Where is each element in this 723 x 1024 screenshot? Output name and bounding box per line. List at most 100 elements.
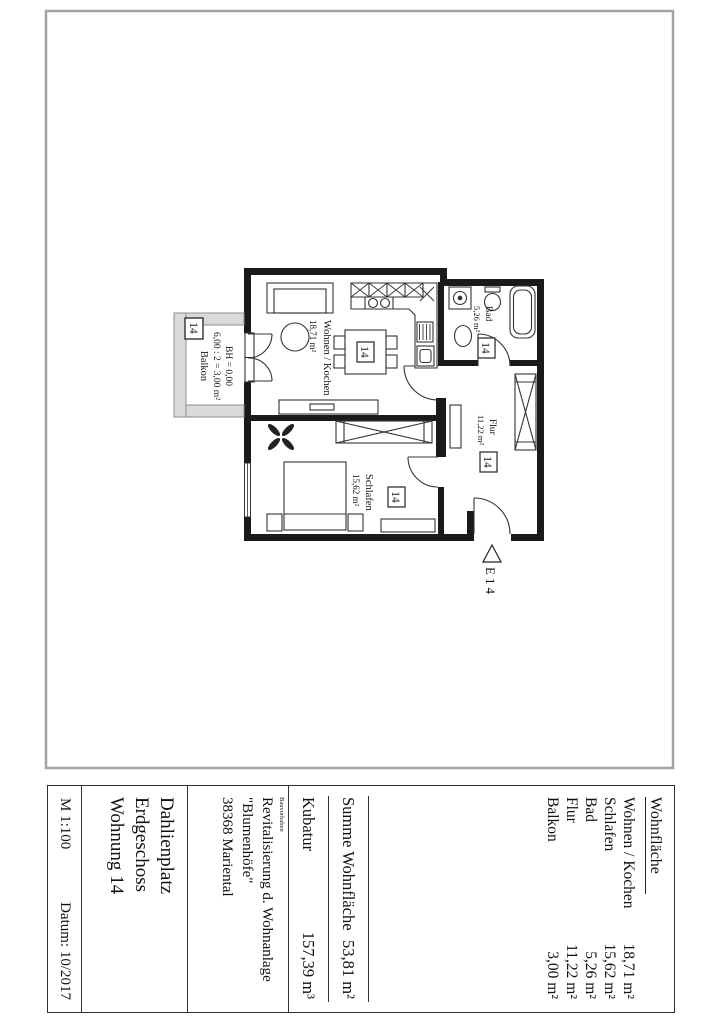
area-row: Wohnen / Kochen 18,71 m² (619, 797, 638, 999)
area-row-value: 15,62 m² (601, 943, 618, 999)
apartment-walls (244, 268, 544, 541)
area-row: Bad 5,26 m² (581, 797, 600, 999)
flur-room-area: 11,22 m² (476, 415, 486, 446)
project-line: 38368 Mariental (219, 797, 235, 897)
sum-value: 53,81 m² (339, 939, 359, 999)
sink-bowl (367, 297, 379, 309)
washing-machine (448, 286, 472, 310)
bedroom-door-arc (407, 456, 439, 488)
entrance-marker: E14 (482, 543, 502, 597)
hall-wardrobe (514, 373, 537, 451)
kubatur-row: Kubatur 157,39 m³ (289, 786, 328, 1012)
project-caption: Bauvorhaben (278, 797, 285, 832)
balcony-text-bh: BH = 0,00 (223, 346, 233, 386)
toilet (484, 286, 501, 293)
area-table: Wohnfläche Wohnen / Kochen 18,71 m² Schl… (369, 786, 674, 1012)
bed (283, 461, 347, 531)
project-line: Revitalisierung d. Wohnanlage (259, 797, 275, 982)
area-row-value: 5,26 m² (582, 951, 599, 999)
nightstand (347, 513, 364, 532)
entry-door-arc (473, 497, 511, 535)
divider (368, 796, 369, 1002)
plant-symbol (267, 423, 295, 451)
bath-sink (453, 324, 473, 348)
sofa (266, 282, 334, 314)
living-door-arc (403, 365, 439, 401)
bathroom (448, 285, 536, 359)
schlafen-room-area: 15,62 m² (351, 474, 361, 507)
schlafen-unit-badge: 14 (389, 491, 401, 503)
coffee-table (280, 322, 310, 352)
dining-table (344, 329, 387, 375)
living-room-furniture (266, 282, 398, 415)
divider (328, 796, 329, 1002)
area-row-label: Wohnen / Kochen (620, 797, 637, 909)
wohnen-room-label: Wohnen / Kochen (321, 320, 332, 396)
schlafen-room-label: Schlafen (363, 474, 374, 511)
sink-bowl (379, 297, 391, 309)
area-row-label: Bad (582, 797, 599, 822)
kitchen (350, 282, 438, 369)
sum-row: Summe Wohnfläche 53,81 m² (329, 786, 368, 1012)
area-row-value: 11,22 m² (563, 944, 580, 999)
balcony-unit-badge: 14 (187, 322, 199, 334)
chair (333, 335, 346, 350)
title-block: Wohnfläche Wohnen / Kochen 18,71 m² Schl… (47, 785, 675, 1013)
project-line: "Blumenhöfe" (239, 797, 255, 884)
page-border (44, 9, 675, 770)
unit-badge-box (387, 486, 406, 508)
unit-badge-box (479, 451, 498, 473)
chair (333, 354, 346, 369)
location-line: Wohnung 14 (106, 797, 127, 895)
dishwasher (416, 321, 434, 343)
kubatur-value: 157,39 m³ (299, 931, 319, 999)
balcony-text-calc: 6,00 : 2 = 3,00 m² (211, 332, 221, 400)
area-table-header: Wohnfläche (645, 797, 664, 894)
entrance-label: E14 (483, 567, 498, 597)
nightstand (266, 513, 283, 532)
scale-value: M 1:100 (57, 798, 73, 850)
bedroom (266, 420, 436, 533)
area-row-value: 3,00 m² (544, 951, 561, 999)
entrance-arrow-icon (482, 543, 502, 563)
kubatur-label: Kubatur (299, 797, 319, 852)
balcony: 14 BH = 0,00 6,00 : 2 = 3,00 m² Balkon (173, 312, 245, 418)
area-row-label: Schlafen (601, 797, 618, 852)
hall-cabinet (449, 404, 462, 449)
bedroom-wardrobe (335, 420, 433, 444)
project-section: Bauvorhaben Revitalisierung d. Wohnanlag… (188, 786, 289, 1012)
area-row: Schlafen 15,62 m² (600, 797, 619, 999)
wohnen-room-area: 18,71 m² (308, 320, 318, 353)
location-line: Dahlienplatz (156, 797, 177, 895)
sideboard (278, 399, 379, 415)
location-line: Erdgeschoss (131, 797, 152, 892)
date-value: Datum: 10/2017 (57, 902, 73, 1000)
bath-door-arc (477, 333, 511, 367)
hallway (449, 373, 537, 473)
balcony-door (244, 332, 273, 383)
meta-row: M 1:100 Datum: 10/2017 (48, 786, 82, 1012)
bad-room-area: 5,26 m² (472, 306, 482, 333)
flur-room-label: Flur (487, 419, 497, 436)
location-section: Dahlienplatz Erdgeschoss Wohnung 14 (82, 786, 188, 1012)
bad-room-label: Bad (483, 306, 493, 322)
chair (385, 335, 398, 350)
bedroom-window (244, 462, 251, 518)
unit-badge-box (477, 337, 496, 359)
area-row-label: Flur (563, 797, 580, 823)
area-row: Balkon 3,00 m² (543, 797, 562, 999)
balcony-label: Balkon (198, 351, 209, 382)
dresser (380, 518, 436, 533)
bathtub (509, 285, 536, 339)
area-row: Flur 11,22 m² (562, 797, 581, 999)
sum-label: Summe Wohnfläche (339, 797, 359, 931)
flur-unit-badge: 14 (481, 456, 493, 468)
stove (416, 345, 435, 367)
unit-badge-box (184, 317, 204, 340)
bad-unit-badge: 14 (479, 342, 491, 354)
area-row-label: Balkon (544, 797, 561, 842)
unit-badge-box (356, 341, 375, 363)
wohnen-unit-badge: 14 (358, 346, 370, 358)
